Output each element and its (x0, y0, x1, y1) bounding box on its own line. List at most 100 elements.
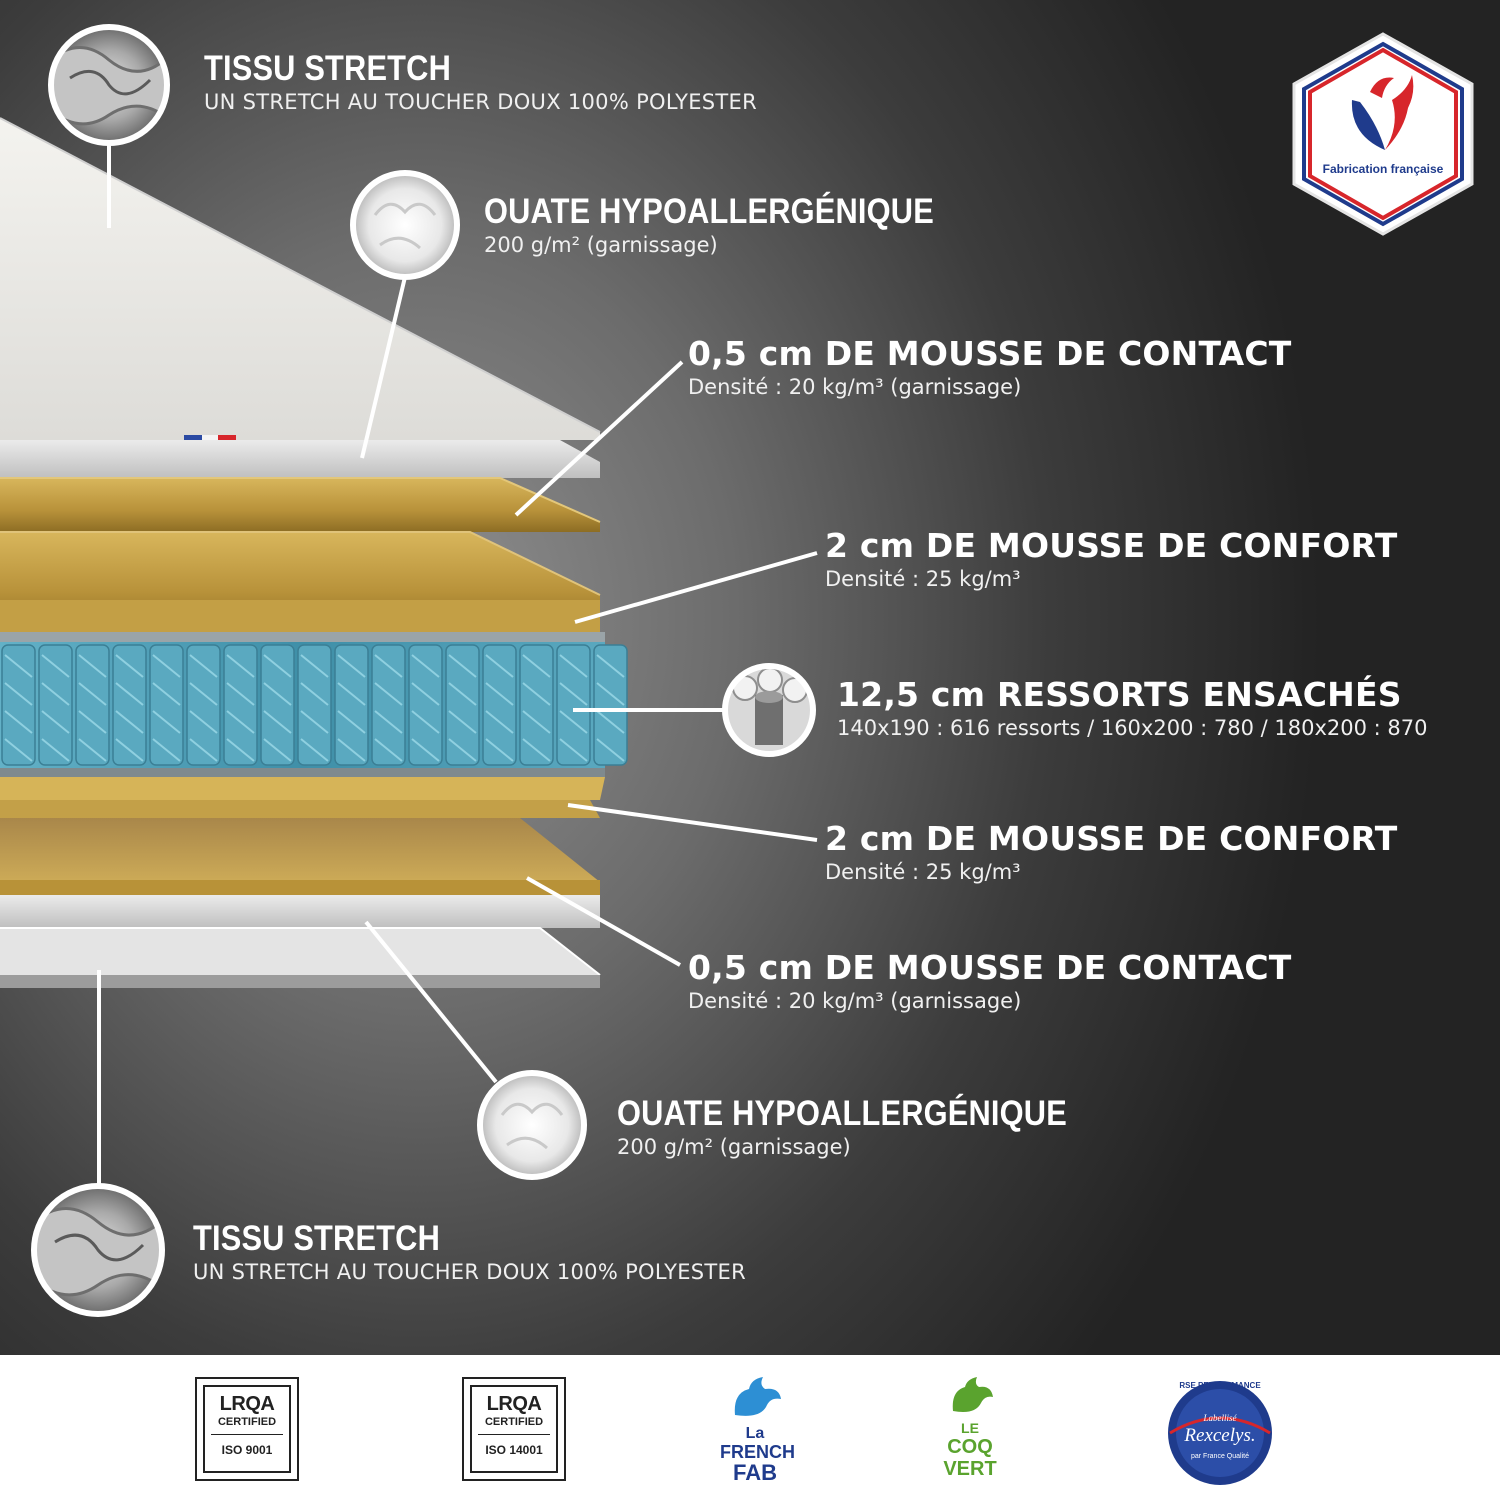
spring-coil-line (226, 738, 255, 762)
spring-coil-line (522, 738, 551, 762)
spring-coil-line (189, 682, 218, 706)
spring-coil-line (300, 654, 329, 678)
spring-coil-line (263, 738, 292, 762)
spring-pocket (1, 644, 36, 766)
rexcelys-logo: RSE PERFORMANCE Labellisé Rexcelys. par … (1160, 1373, 1280, 1493)
layer-title: 0,5 cm DE MOUSSE DE CONTACT (688, 948, 1292, 987)
layer-title: OUATE HYPOALLERGÉNIQUE (617, 1094, 1067, 1133)
spring-coil-line (596, 682, 625, 706)
spring-coil-line (41, 682, 70, 706)
layer-title: TISSU STRETCH (204, 49, 451, 88)
spring-coil-line (41, 710, 70, 734)
rexcelys-top: RSE PERFORMANCE (1179, 1381, 1261, 1390)
spring-coil-line (226, 710, 255, 734)
layer-subtitle: Densité : 20 kg/m³ (garnissage) (688, 989, 1022, 1013)
spring-coil-line (115, 682, 144, 706)
spring-coil-line (300, 738, 329, 762)
spring-coil-line (596, 654, 625, 678)
spring-pockets (1, 644, 628, 766)
spring-coil-line (596, 738, 625, 762)
layer-title: TISSU STRETCH (193, 1219, 440, 1258)
spring-pocket (334, 644, 369, 766)
spring-coil-line (41, 738, 70, 762)
spring-coil-line (115, 738, 144, 762)
french-fab-fab: FAB (733, 1460, 777, 1485)
spring-coil-line (559, 710, 588, 734)
spring-coil-line (4, 738, 33, 762)
spring-coil-line (115, 710, 144, 734)
layer-subtitle: 200 g/m² (garnissage) (484, 233, 718, 257)
spring-coil-line (263, 682, 292, 706)
rexcelys-label: Labellisé (1203, 1413, 1237, 1423)
spring-coil-line (559, 654, 588, 678)
bottom-contact-foam-layer (0, 818, 600, 895)
blue-rooster-icon (734, 1377, 781, 1416)
spring-coil-line (4, 654, 33, 678)
spring-coil-line (596, 710, 625, 734)
certifications-footer: LRQA CERTIFIED ISO 9001 LRQA CERTIFIED I… (0, 1355, 1500, 1500)
layer-title: 12,5 cm RESSORTS ENSACHÉS (837, 675, 1402, 714)
pocket-spring-detail (722, 663, 816, 757)
knit-fabric-detail-bottom (31, 1183, 165, 1317)
coq-vert-le: LE (961, 1420, 979, 1436)
spring-coil-line (374, 682, 403, 706)
top-wadding-layer (0, 440, 600, 478)
bottom-fabric-layer (0, 928, 600, 988)
bottom-comfort-foam-layer (0, 777, 605, 800)
wadding-detail-top (350, 170, 460, 280)
coq-vert-logo: LE COQ VERT (935, 1375, 1005, 1480)
spring-pocket (445, 644, 480, 766)
layer-subtitle: UN STRETCH AU TOUCHER DOUX 100% POLYESTE… (193, 1260, 746, 1284)
layer-subtitle: Densité : 25 kg/m³ (825, 567, 1021, 591)
spring-coil-line (374, 738, 403, 762)
spring-coil-line (374, 710, 403, 734)
iso-standard: ISO 14001 (485, 1443, 543, 1457)
spring-coil-line (411, 710, 440, 734)
fabrication-francaise-badge: Fabrication française (1290, 30, 1476, 238)
spring-coil-line (559, 738, 588, 762)
layer-label-ouate-top: OUATE HYPOALLERGÉNIQUE 200 g/m² (garniss… (484, 193, 995, 259)
rexcelys-name: Rexcelys. (1184, 1425, 1256, 1446)
spring-pocket (112, 644, 147, 766)
layer-label-contact-top: 0,5 cm DE MOUSSE DE CONTACT Densité : 20… (688, 335, 1292, 401)
spring-coil-line (374, 654, 403, 678)
rexcelys-emblem (1168, 1381, 1272, 1485)
lrqa-certified: CERTIFIED (217, 1416, 277, 1428)
layer-label-tissu-top: TISSU STRETCH UN STRETCH AU TOUCHER DOUX… (204, 50, 757, 116)
bottom-wadding-layer (0, 895, 600, 928)
spring-coil-line (448, 654, 477, 678)
lrqa-iso-14001-logo: LRQA CERTIFIED ISO 14001 (462, 1377, 566, 1481)
spring-coil-line (152, 654, 181, 678)
spring-coil-line (411, 682, 440, 706)
badge-text: Fabrication française (1322, 162, 1444, 176)
spring-coil-line (337, 710, 366, 734)
spring-coil-line (559, 682, 588, 706)
spring-coil-line (226, 682, 255, 706)
spring-coil-line (300, 682, 329, 706)
spring-coil-line (78, 682, 107, 706)
spring-pocket (408, 644, 443, 766)
french-fab-french: FRENCH (720, 1442, 795, 1462)
layer-title: 0,5 cm DE MOUSSE DE CONTACT (688, 334, 1292, 373)
wadding-detail-bottom (477, 1070, 587, 1180)
layer-label-confort-bottom: 2 cm DE MOUSSE DE CONFORT Densité : 25 k… (825, 820, 1397, 886)
spring-coil-line (522, 682, 551, 706)
spring-coil-line (448, 682, 477, 706)
spring-coil-line (485, 710, 514, 734)
layer-title: 2 cm DE MOUSSE DE CONFORT (825, 526, 1398, 565)
spring-coil-line (411, 738, 440, 762)
french-fab-la: La (745, 1425, 765, 1442)
layer-label-tissu-bottom: TISSU STRETCH UN STRETCH AU TOUCHER DOUX… (193, 1220, 746, 1286)
spring-coil-line (411, 654, 440, 678)
knit-fabric-detail-top (48, 24, 170, 146)
coq-vert-coq: COQ (947, 1436, 993, 1458)
spring-pocket (556, 644, 591, 766)
top-fabric-layer (0, 118, 600, 440)
spring-coil-line (189, 738, 218, 762)
spring-coil-line (485, 682, 514, 706)
layer-label-ressorts: 12,5 cm RESSORTS ENSACHÉS 140x190 : 616 … (837, 676, 1427, 742)
spring-coil-line (152, 710, 181, 734)
lrqa-certified: CERTIFIED (484, 1416, 544, 1428)
spring-coil-line (78, 654, 107, 678)
